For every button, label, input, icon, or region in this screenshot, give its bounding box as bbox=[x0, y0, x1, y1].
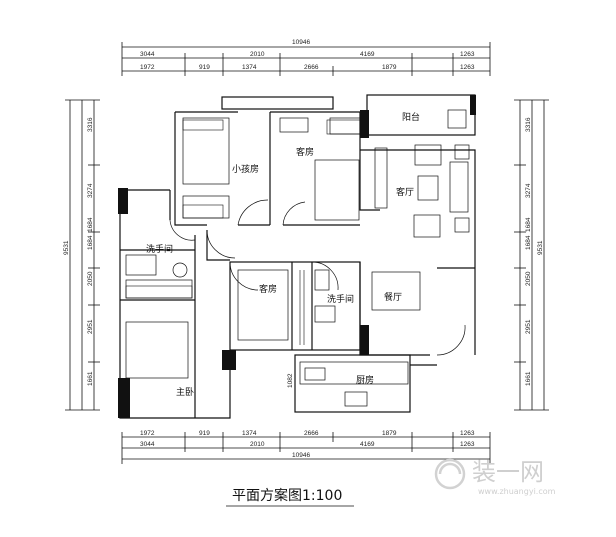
dim-bot-3-6: 1263 bbox=[460, 430, 475, 437]
room-label-master: 主卧 bbox=[176, 386, 194, 398]
dim-right-seg: 1661 bbox=[525, 371, 532, 386]
room-label-washroom-left: 洗手间 bbox=[146, 243, 173, 255]
room-label-kitchen: 厨房 bbox=[356, 374, 374, 386]
dim-top-3-2: 919 bbox=[199, 64, 210, 71]
dim-bot-3-3: 1374 bbox=[242, 430, 257, 437]
dim-right-seg: 2050 bbox=[525, 271, 532, 286]
dim-bot-3-4: 2666 bbox=[304, 430, 319, 437]
dim-left-seg: 2951 bbox=[87, 319, 94, 334]
room-label-living: 客厅 bbox=[396, 186, 414, 198]
room-label-balcony: 阳台 bbox=[402, 111, 420, 123]
dim-top-3-4: 2666 bbox=[304, 64, 319, 71]
dim-bot-3-5: 1879 bbox=[382, 430, 397, 437]
dim-left-total: 9531 bbox=[63, 240, 70, 255]
dim-bot-2-2: 2010 bbox=[250, 441, 265, 448]
dim-right-seg: 1684 bbox=[525, 217, 532, 232]
dim-bot-total: 10946 bbox=[292, 452, 310, 459]
dim-right-seg: 1684 bbox=[525, 235, 532, 250]
plan-title: 平面方案图1:100 bbox=[232, 487, 342, 504]
dim-right-total: 9531 bbox=[537, 240, 544, 255]
dim-top-2-3: 4169 bbox=[360, 51, 375, 58]
dim-top-2-2: 2010 bbox=[250, 51, 265, 58]
watermark-url: www.zhuangyi.com bbox=[478, 487, 556, 496]
dim-bot-3-1: 1972 bbox=[140, 430, 155, 437]
dim-left-seg: 2050 bbox=[87, 271, 94, 286]
dim-top-total: 10946 bbox=[292, 39, 310, 46]
dim-top-2-4: 1263 bbox=[460, 51, 475, 58]
dim-kitchen-small: 1082 bbox=[287, 373, 294, 388]
dim-left-seg: 1684 bbox=[87, 235, 94, 250]
dim-bot-2-1: 3044 bbox=[140, 441, 155, 448]
dim-left-seg: 3274 bbox=[87, 183, 94, 198]
dim-bot-3-2: 919 bbox=[199, 430, 210, 437]
room-label-guest-top: 客房 bbox=[296, 146, 314, 158]
dim-bot-2-3: 4169 bbox=[360, 441, 375, 448]
room-label-kids: 小孩房 bbox=[232, 163, 259, 175]
watermark-logo: 装一网 www.zhuangyi.com bbox=[434, 458, 556, 496]
room-label-dining: 餐厅 bbox=[384, 291, 402, 303]
room-label-guest-mid: 客房 bbox=[259, 283, 277, 295]
dim-left-seg: 3316 bbox=[87, 117, 94, 132]
dim-top-3-3: 1374 bbox=[242, 64, 257, 71]
dim-right-seg: 3274 bbox=[525, 183, 532, 198]
dim-left-seg: 1661 bbox=[87, 371, 94, 386]
dim-right-seg: 2951 bbox=[525, 319, 532, 334]
watermark-brand: 装一网 bbox=[472, 458, 544, 486]
room-label-washroom-mid: 洗手间 bbox=[327, 293, 354, 305]
dim-left-seg: 1684 bbox=[87, 217, 94, 232]
dim-right-seg: 3316 bbox=[525, 117, 532, 132]
dim-top-2-1: 3044 bbox=[140, 51, 155, 58]
dim-top-3-1: 1972 bbox=[140, 64, 155, 71]
dim-bot-2-4: 1263 bbox=[460, 441, 475, 448]
dim-top-3-6: 1263 bbox=[460, 64, 475, 71]
dim-top-3-5: 1879 bbox=[382, 64, 397, 71]
